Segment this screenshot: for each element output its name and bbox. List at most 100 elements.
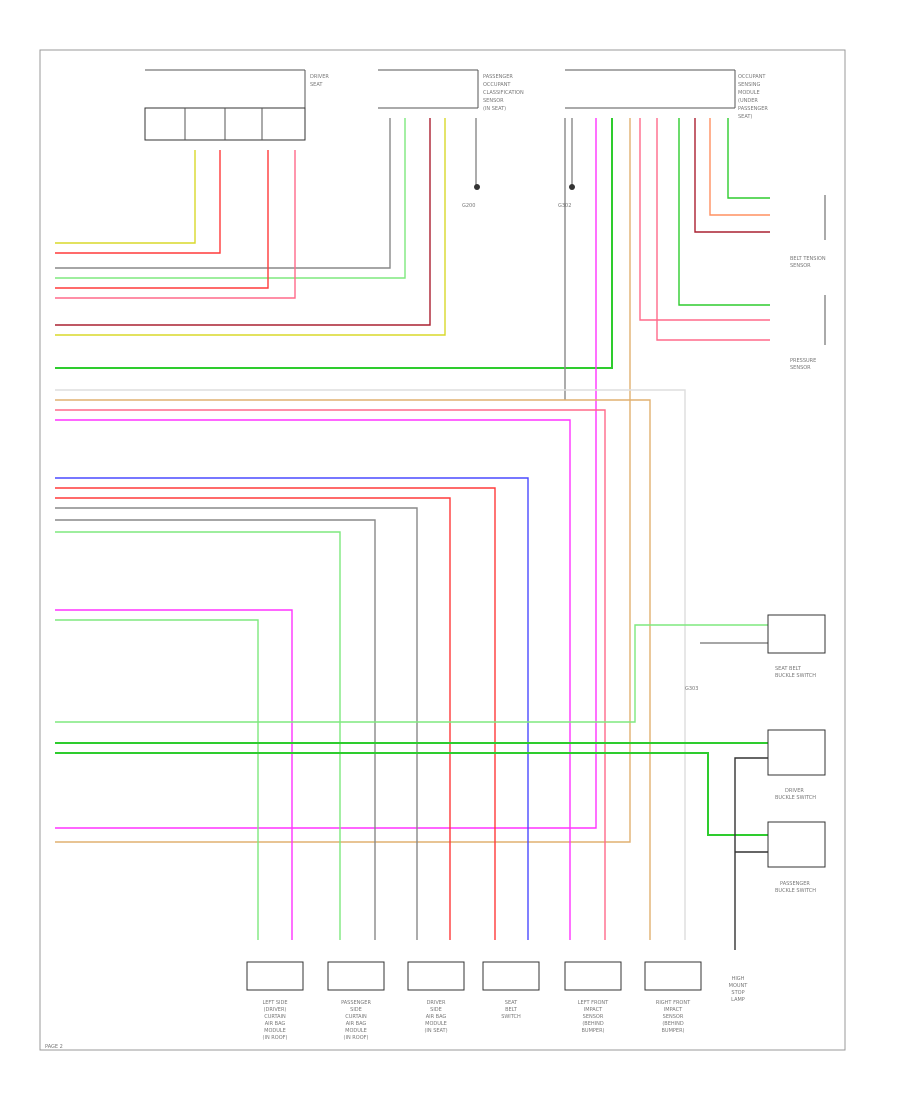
wire-magenta-2 [55,419,571,940]
wire-black-1 [734,757,770,950]
passenger-buckle-switch: PASSENGER BUCKLE SWITCH [767,821,826,894]
occupant-label-3: MODULE [738,90,760,96]
wire-layer [55,118,770,950]
wire-gray-6 [55,507,418,940]
bottom-component-label-6-1: RIGHT FRONT [656,1000,691,1006]
belt-tension-label-1: BELT TENSION [790,256,826,262]
bottom-component-label-3-4: MODULE [425,1021,447,1027]
stop-lamp-label-4: LAMP [731,997,745,1003]
stop-lamp-label-3: STOP [731,990,744,996]
ground-g200: G200 [462,184,480,209]
seat-belt-buckle-label-2: BUCKLE SWITCH [775,673,816,679]
wire-darkred-2 [694,118,770,233]
wire-gray-1 [55,118,391,269]
wire-green-3 [678,118,770,306]
bottom-component-label-2-1: PASSENGER [341,1000,371,1006]
passenger-label-2: OCCUPANT [483,82,511,88]
wire-yellow-1 [55,150,196,244]
occupant-label-5: PASSENGER [738,106,768,112]
bottom-component-box-6 [644,961,702,991]
passenger-label-4: SENSOR [483,98,504,104]
bottom-component-label-1-1: LEFT SIDE [262,1000,287,1006]
occupant-label-4: (UNDER [738,98,758,104]
wire-orange-1 [709,118,770,216]
stop-lamp-label-1: HIGH [732,976,745,982]
bottom-component-label-1-6: (IN ROOF) [263,1035,288,1041]
bottom-component-label-1-3: CURTAIN [264,1014,286,1020]
wire-magenta-1 [55,118,597,829]
wire-green-2 [55,118,613,369]
wire-magenta-3 [55,609,293,940]
ground-g303: G303 [685,686,698,692]
bottom-component-label-3-3: AIR BAG [426,1014,447,1020]
pressure-label-2: SENSOR [790,365,811,371]
passenger-label-5: (IN SEAT) [483,106,506,112]
bottom-component-label-2-6: (IN ROOF) [344,1035,369,1041]
ground-g200-label: G200 [462,203,475,209]
bottom-component-label-3-2: SIDE [430,1007,442,1013]
bottom-component-label-5-3: SENSOR [583,1014,604,1020]
bottom-component-label-4-1: SEAT [505,1000,518,1006]
bottom-component-label-1-2: (DRIVER) [264,1007,287,1013]
bottom-component-label-5-2: IMPACT [584,1007,603,1013]
bottom-component-label-1-5: MODULE [264,1028,286,1034]
ground-g303-label: G303 [685,686,698,692]
bottom-component-box-1 [246,961,304,991]
wire-gray-7 [55,519,376,940]
wire-yellow-2 [55,118,446,336]
passenger-label-1: PASSENGER [483,74,513,80]
pressure-sensor: PRESSURE SENSOR [790,295,826,371]
driver-buckle-label-2: BUCKLE SWITCH [775,795,816,801]
ground-g302: G302 [558,184,575,209]
occupant-module-connector: OCCUPANT SENSING MODULE (UNDER PASSENGER… [565,69,768,120]
bottom-component-label-4-2: BELT [505,1007,518,1013]
seat-belt-buckle-label-1: SEAT BELT [775,666,802,672]
bottom-component-box-3 [407,961,465,991]
bottom-component-box-5 [564,961,622,991]
wire-red-3 [55,487,496,940]
bottom-component-box-4 [482,961,540,991]
wire-darkred-1 [55,118,431,326]
bottom-component-label-6-4: (BEHIND [662,1021,684,1027]
wire-pink-3 [639,118,770,321]
wire-pink-4 [55,409,606,940]
bottom-component-label-2-3: CURTAIN [345,1014,367,1020]
bottom-component-label-2-5: MODULE [345,1028,367,1034]
belt-tension-sensor: BELT TENSION SENSOR [790,195,826,269]
bottom-component-label-5-1: LEFT FRONT [578,1000,609,1006]
driver-seat-connector: DRIVER SEAT [144,69,329,141]
bottom-component-label-5-4: (BEHIND [582,1021,604,1027]
driver-seat-label-1: DRIVER [310,74,329,80]
bottom-component-label-6-2: IMPACT [664,1007,683,1013]
bottom-component-label-6-5: BUMPER) [661,1028,684,1034]
stop-lamp-label-2: MOUNT [729,983,749,989]
driver-buckle-switch: DRIVER BUCKLE SWITCH [767,729,826,801]
bottom-component-label-3-1: DRIVER [427,1000,446,1006]
wire-tan-1 [55,118,631,843]
passenger-buckle-label-1: PASSENGER [780,881,810,887]
wire-lt-green-1 [55,624,770,723]
belt-tension-label-2: SENSOR [790,263,811,269]
bottom-component-label-6-3: SENSOR [663,1014,684,1020]
bottom-component-label-5-5: BUMPER) [581,1028,604,1034]
bottom-component-label-1-4: AIR BAG [265,1021,286,1027]
wire-blue-1 [55,477,529,940]
wire-gray-5 [55,389,686,940]
wire-red-1 [55,150,221,254]
diagram-border [39,49,846,1051]
wire-pink-1 [55,150,296,299]
bottom-component-label-3-5: (IN SEAT) [424,1028,447,1034]
occupant-label-6: SEAT) [738,114,752,120]
pressure-label-1: PRESSURE [790,358,816,364]
passenger-buckle-label-2: BUCKLE SWITCH [775,888,816,894]
bottom-component-label-2-2: SIDE [350,1007,362,1013]
wire-tan-2 [55,399,651,940]
wire-pink-2 [656,118,770,341]
bottom-component-label-2-4: AIR BAG [346,1021,367,1027]
wire-green-4 [727,118,770,199]
passenger-classification-connector: PASSENGER OCCUPANT CLASSIFICATION SENSOR… [378,69,524,112]
figure-id: PAGE 2 [45,1044,63,1050]
wire-red-2 [55,150,269,289]
